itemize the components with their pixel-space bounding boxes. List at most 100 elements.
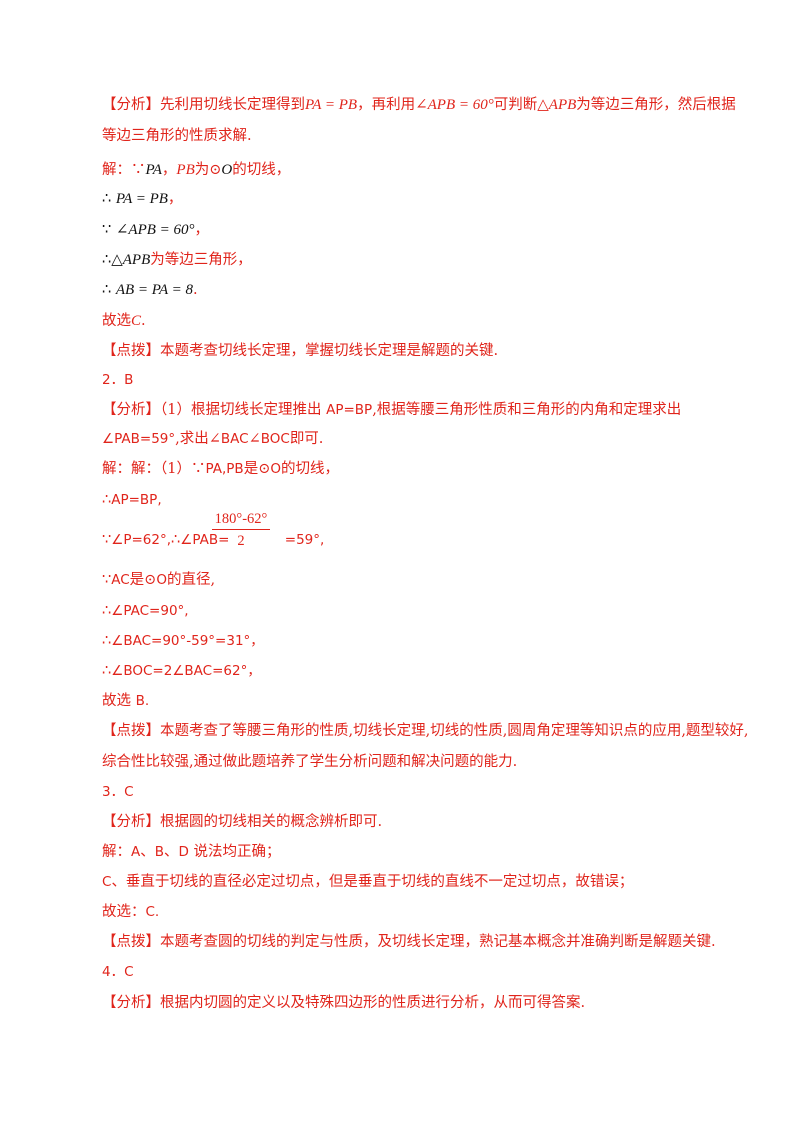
text-line-l18: ∴∠BAC=90°-59°=31°， bbox=[102, 631, 264, 651]
text-line-l15: ∵∠P=62°,∴∠PAB= =59°, bbox=[102, 530, 324, 550]
text-segment: 、垂直于切线的直径必定过切点，但是垂直于切线的直线不一定过切点，故错误； bbox=[111, 874, 634, 890]
text-segment: 3．C bbox=[102, 784, 134, 800]
text-segment: 、 bbox=[164, 844, 179, 860]
text-line-l8: 故选C. bbox=[102, 311, 146, 331]
text-segment: ∵ bbox=[102, 532, 112, 548]
text-segment: 【分析】（1）根据切线长定理推出 bbox=[102, 402, 327, 418]
text-segment: BAC bbox=[220, 431, 249, 447]
text-segment: 解： bbox=[102, 844, 131, 860]
text-line-l21: 【点拨】本题考查了等腰三角形的性质,切线长定理,切线的性质,圆周角定理等知识点的… bbox=[102, 721, 749, 741]
text-line-l19: ∴∠BOC=2∠BAC=62°， bbox=[102, 661, 261, 681]
text-segment: PB bbox=[176, 162, 195, 178]
text-segment: A bbox=[131, 844, 141, 860]
fraction-pab: 180°-62° 2 bbox=[212, 511, 270, 550]
text-line-l3: 解：∵PA，PB为⊙O的切线， bbox=[102, 160, 290, 180]
text-line-l30: 【分析】根据内切圆的定义以及特殊四边形的性质进行分析，从而可得答案. bbox=[102, 993, 585, 1013]
text-segment: △APB bbox=[111, 252, 151, 268]
text-segment: AB = PA = 8 bbox=[115, 282, 194, 298]
text-segment: ,求出∠ bbox=[175, 431, 221, 447]
text-segment: 【分析】根据内切圆的定义以及特殊四边形的性质进行分析，从而可得答案. bbox=[102, 995, 586, 1011]
text-segment: 说法均正确； bbox=[188, 844, 281, 860]
text-segment: 故选： bbox=[102, 904, 146, 920]
text-segment: 为⊙ bbox=[194, 162, 222, 178]
text-segment: ∠APB = 60° bbox=[415, 97, 494, 113]
fraction-numerator: 180°-62° bbox=[212, 511, 270, 530]
text-segment: ∴ bbox=[102, 252, 112, 268]
text-segment: =59°, bbox=[284, 532, 325, 548]
text-line-l5: ∵ ∠APB = 60°， bbox=[102, 220, 209, 240]
text-line-l16: ∵AC是⊙O的直径, bbox=[102, 570, 215, 590]
text-line-l27: 故选：C. bbox=[102, 902, 159, 922]
text-segment: ∴ bbox=[102, 492, 112, 508]
text-line-l24: 【分析】根据圆的切线相关的概念辨析即可. bbox=[102, 812, 382, 832]
text-segment: 的切线， bbox=[281, 461, 339, 477]
text-segment: PA bbox=[145, 162, 162, 178]
text-line-l25: 解：A、B、D 说法均正确； bbox=[102, 842, 281, 862]
text-segment: ∴ bbox=[102, 603, 112, 619]
text-segment: 的切线， bbox=[232, 162, 291, 178]
text-line-l7: ∴ AB = PA = 8. bbox=[102, 280, 198, 300]
text-segment: 可判断 bbox=[493, 97, 538, 113]
text-segment: O bbox=[156, 572, 167, 588]
text-segment: AP=BP, bbox=[111, 492, 162, 508]
text-segment: 故选 bbox=[102, 313, 131, 329]
text-segment: 是⊙ bbox=[129, 572, 157, 588]
text-segment: ∠P=62°, bbox=[111, 532, 172, 548]
text-segment: ， bbox=[167, 191, 183, 207]
text-segment: B bbox=[154, 844, 165, 860]
text-line-l1: 【分析】先利用切线长定理得到PA = PB，再利用∠APB = 60°可判断△A… bbox=[102, 95, 736, 115]
text-segment: ∠BOC=2∠BAC=62°， bbox=[111, 663, 261, 679]
text-segment: ∴ bbox=[102, 633, 112, 649]
text-line-l9: 【点拨】本题考查切线长定理，掌握切线长定理是解题的关键. bbox=[102, 341, 498, 361]
text-segment: C bbox=[102, 874, 112, 890]
text-segment: 是⊙ bbox=[243, 461, 271, 477]
text-line-l29: 4．C bbox=[102, 962, 134, 982]
text-segment: . bbox=[193, 282, 198, 298]
text-segment: PA = PB bbox=[115, 191, 168, 207]
text-line-l2: 等边三角形的性质求解. bbox=[102, 126, 252, 146]
text-segment: ∴ bbox=[171, 532, 181, 548]
text-segment: 【分析】先利用切线长定理得到 bbox=[102, 97, 305, 113]
text-segment: ， bbox=[194, 222, 210, 238]
text-segment: 综合性比较强,通过做此题培养了学生分析问题和解决问题的能力. bbox=[102, 754, 518, 770]
text-segment: C bbox=[131, 313, 142, 329]
text-line-l4: ∴ PA = PB， bbox=[102, 189, 182, 209]
text-line-l13: 解：解：（1）∵PA,PB是⊙O的切线， bbox=[102, 459, 339, 479]
text-segment: ∵ bbox=[102, 222, 116, 238]
text-line-l28: 【点拨】本题考查圆的切线的判定与性质，及切线长定理，熟记基本概念并准确判断是解题… bbox=[102, 932, 716, 952]
text-line-l26: C、垂直于切线的直径必定过切点，但是垂直于切线的直线不一定过切点，故错误； bbox=[102, 872, 633, 892]
text-line-l11: 【分析】（1）根据切线长定理推出 AP=BP,根据等腰三角形性质和三角形的内角和… bbox=[102, 400, 681, 420]
text-segment: 【点拨】本题考查了等腰三角形的性质,切线长定理,切线的性质,圆周角定理等知识点的… bbox=[102, 723, 749, 739]
text-segment: 【点拨】本题考查圆的切线的判定与性质，及切线长定理，熟记基本概念并准确判断是解题… bbox=[102, 934, 716, 950]
text-segment: 【分析】根据圆的切线相关的概念辨析即可. bbox=[102, 814, 383, 830]
text-segment: ∠APB = 60° bbox=[115, 222, 195, 238]
text-segment: △APB bbox=[537, 97, 577, 113]
text-segment: ，再利用 bbox=[357, 97, 416, 113]
text-segment: ∴ bbox=[102, 191, 116, 207]
fraction-denominator: 2 bbox=[237, 533, 245, 549]
text-segment: D bbox=[178, 844, 189, 860]
text-segment: 、 bbox=[140, 844, 155, 860]
text-line-l22: 综合性比较强,通过做此题培养了学生分析问题和解决问题的能力. bbox=[102, 752, 517, 772]
text-segment: ∴ bbox=[102, 282, 116, 298]
text-line-l20: 故选 B. bbox=[102, 691, 149, 711]
text-segment: ∠PAB= bbox=[180, 532, 230, 548]
text-segment: ∠ bbox=[248, 431, 261, 447]
text-segment: ， bbox=[161, 162, 177, 178]
text-line-l14: ∴AP=BP, bbox=[102, 490, 162, 510]
text-segment: 解：∵ bbox=[102, 162, 146, 178]
text-segment: 为等边三角形， bbox=[150, 252, 252, 268]
text-segment: PA,PB bbox=[205, 461, 244, 477]
text-segment: C. bbox=[145, 904, 160, 920]
text-segment: ,根据等腰三角形性质和三角形的内角和定理求出 bbox=[372, 402, 682, 418]
text-segment: PA = PB bbox=[305, 97, 358, 113]
text-line-l10: 2．B bbox=[102, 370, 133, 390]
text-segment: 等边三角形的性质求解. bbox=[102, 128, 252, 144]
text-segment: AC bbox=[111, 572, 130, 588]
text-segment: AP=BP bbox=[326, 402, 373, 418]
text-line-l17: ∴∠PAC=90°, bbox=[102, 601, 189, 621]
text-segment: 4．C bbox=[102, 964, 134, 980]
text-segment: 解：解：（1）∵ bbox=[102, 461, 206, 477]
text-segment: . bbox=[141, 313, 146, 329]
